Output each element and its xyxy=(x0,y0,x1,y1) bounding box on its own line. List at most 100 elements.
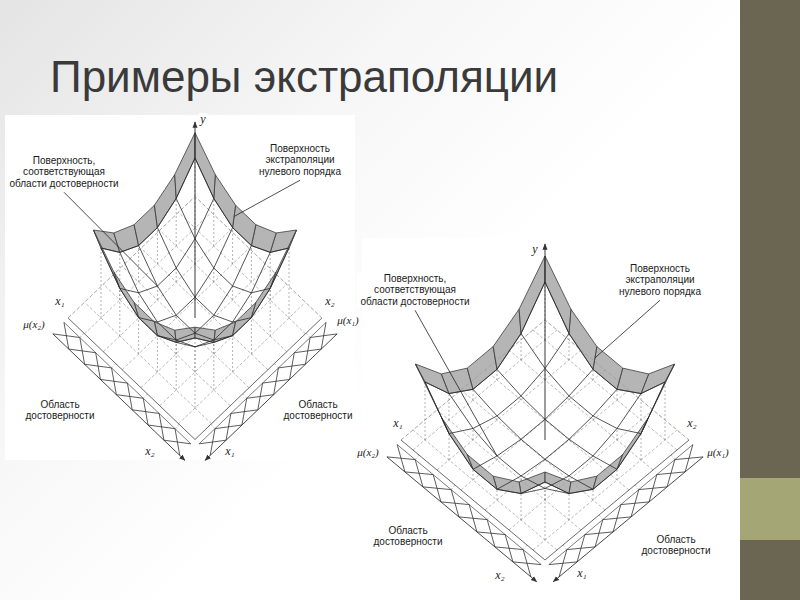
leader-line xyxy=(234,180,300,216)
drop-line xyxy=(497,369,498,380)
drop-line xyxy=(425,382,426,440)
drop-line xyxy=(593,489,594,500)
surface-grid-line xyxy=(425,382,545,494)
floor-grid-line xyxy=(160,284,287,406)
drop-line xyxy=(138,318,139,354)
membership-axis xyxy=(205,334,337,460)
drop-line xyxy=(665,382,666,440)
membership-axis xyxy=(387,457,537,582)
axis-label: x₁ xyxy=(576,567,588,581)
drop-line xyxy=(195,347,196,372)
surface-grid-line xyxy=(101,248,195,342)
extrapolation-band xyxy=(175,133,195,199)
projection-line xyxy=(562,543,567,549)
axis-label: x₁ xyxy=(224,445,236,459)
projection-line xyxy=(305,332,311,338)
callout-label: Поверхность экстраполяции нулевого поряд… xyxy=(250,143,350,178)
surface-grid-line xyxy=(449,334,569,434)
drop-line xyxy=(213,268,214,282)
drop-line xyxy=(545,488,546,500)
extrapolation-band xyxy=(519,472,545,494)
region-label: Область достоверности xyxy=(368,525,448,548)
membership-axis xyxy=(53,334,185,460)
callout-label: Поверхность экстраполяции нулевого поряд… xyxy=(610,263,710,298)
drop-line xyxy=(251,246,252,282)
membership-triangles xyxy=(387,457,531,577)
floor-grid-line xyxy=(437,350,581,470)
drop-line xyxy=(521,334,522,360)
drop-line xyxy=(119,252,120,300)
drop-line xyxy=(232,228,233,264)
surface-grid-line xyxy=(157,228,251,322)
membership-triangles xyxy=(53,334,180,456)
region-label: Область достоверности xyxy=(20,399,100,422)
drop-line xyxy=(176,198,177,246)
surface-grid-line xyxy=(497,389,617,489)
surface-grid-line xyxy=(139,228,233,322)
axis-label: x₂ xyxy=(324,295,336,309)
projection-line xyxy=(112,362,118,368)
extrapolation-band xyxy=(545,472,571,494)
axis-label: x₂ xyxy=(144,445,156,459)
drop-line xyxy=(473,389,474,400)
projection-line xyxy=(209,423,215,429)
projection-line xyxy=(143,392,149,398)
floor-grid-line xyxy=(533,430,677,550)
drop-line xyxy=(569,494,570,520)
extrapolation-band xyxy=(467,347,497,390)
side-accent xyxy=(740,478,800,540)
surface-grid-line xyxy=(157,246,251,340)
extrapolation-band xyxy=(134,205,157,245)
drop-line xyxy=(617,469,618,480)
drop-line xyxy=(157,286,158,300)
drop-line xyxy=(593,369,594,380)
leader-line xyxy=(64,192,157,286)
extrapolation-band xyxy=(593,455,623,490)
floor-grid-line xyxy=(122,248,249,370)
y-axis xyxy=(545,244,546,440)
drop-line xyxy=(641,434,642,460)
surface-grid-line xyxy=(120,252,214,346)
extrapolation-band xyxy=(114,272,139,318)
drop-line xyxy=(545,482,546,540)
side-band xyxy=(740,0,800,600)
extrapolation-band xyxy=(545,256,571,334)
surface-grid-line xyxy=(139,246,233,340)
membership-label: μ(x₂) xyxy=(22,318,46,331)
projection-line xyxy=(523,543,528,549)
projection-line xyxy=(670,453,675,459)
projection-line xyxy=(451,483,456,489)
drop-line xyxy=(473,428,474,440)
drop-line xyxy=(473,469,474,480)
drop-line xyxy=(213,198,214,246)
drop-line xyxy=(195,338,196,408)
surface-grid-line xyxy=(545,382,665,494)
slide-title: Примеры экстраполяции xyxy=(50,52,558,102)
drop-line xyxy=(617,428,618,440)
projection-line xyxy=(175,423,181,429)
surface-grid-line xyxy=(521,394,641,494)
axis-label: y xyxy=(199,113,206,127)
drop-line xyxy=(569,334,570,360)
floor-grid-line xyxy=(141,266,268,388)
membership-axis xyxy=(553,457,703,582)
axis-label: x₁ xyxy=(392,417,404,431)
membership-label: μ(x₁) xyxy=(706,446,730,459)
floor-grid-line xyxy=(413,330,557,450)
surface-grid-line xyxy=(195,248,289,342)
floor-grid-line xyxy=(509,350,653,470)
drop-line xyxy=(641,394,642,420)
drop-line xyxy=(270,252,271,300)
drop-line xyxy=(617,389,618,400)
membership-label: μ(x₁) xyxy=(336,314,360,327)
leader-lines xyxy=(64,180,660,456)
membership-triangles xyxy=(559,457,703,577)
surface-grid-line xyxy=(473,389,593,489)
projection-line xyxy=(241,392,247,398)
plots xyxy=(53,122,703,582)
membership-triangles xyxy=(210,334,337,456)
callout-label: Поверхность, соответствующая области дос… xyxy=(6,155,122,190)
axis-label: x₂ xyxy=(494,569,506,583)
drop-line xyxy=(138,246,139,282)
